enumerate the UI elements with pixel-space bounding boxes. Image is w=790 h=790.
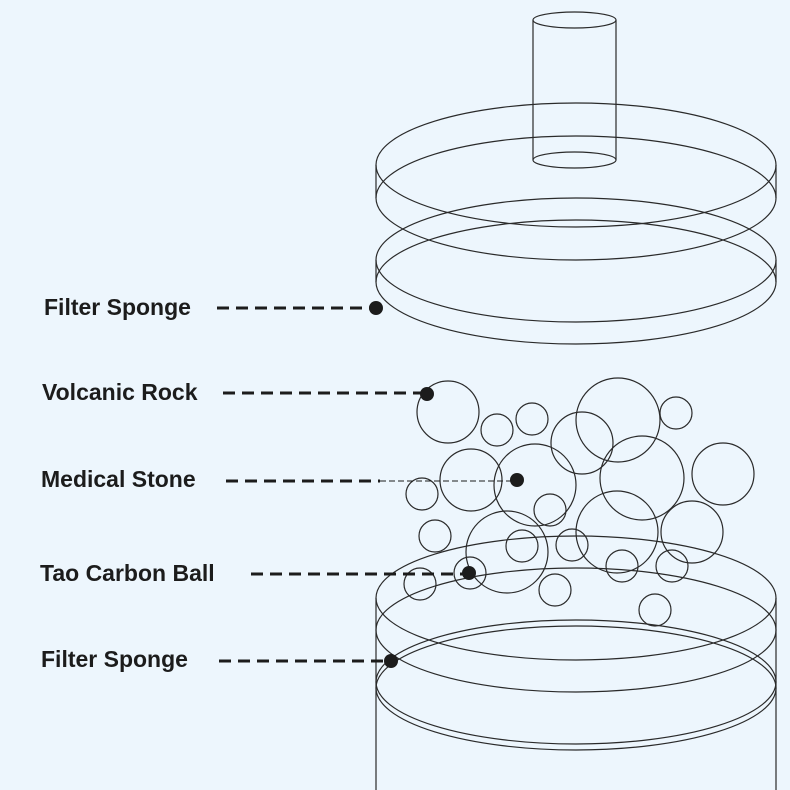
media-ball [659,396,693,430]
media-ball [655,549,689,583]
media-ball [480,413,514,447]
leader-lines [217,301,524,668]
media-ball [550,411,614,475]
media-ball [465,510,549,594]
leader-dot-tao-carbon-ball [462,566,476,580]
label-filter-sponge-top: Filter Sponge [44,294,191,320]
top-filter-sponge-disc [375,197,777,345]
media-ball [605,549,639,583]
media-ball [505,529,539,563]
bottom-filter-sponge-and-housing [375,535,777,790]
media-ball [691,442,755,506]
media-ball [599,435,685,521]
media-ball [538,573,572,607]
media-ball [405,477,439,511]
label-medical-stone: Medical Stone [41,466,196,492]
tao-carbon-ball [453,556,487,590]
volcanic-rock-ball [416,380,480,444]
media-ball [533,493,567,527]
filter-media-balls [403,377,755,627]
leader-dot-medical-stone [510,473,524,487]
media-ball [403,567,437,601]
medical-stone-ball [493,443,577,527]
media-ball [575,490,659,574]
media-ball [439,448,503,512]
media-ball [515,402,549,436]
media-ball [660,500,724,564]
leader-dot-filter-sponge-top [369,301,383,315]
label-volcanic-rock: Volcanic Rock [42,379,198,405]
media-ball [638,593,672,627]
leader-dot-filter-sponge-bottom [384,654,398,668]
top-cap [375,102,777,261]
media-ball [418,519,452,553]
label-tao-carbon-ball: Tao Carbon Ball [40,560,215,586]
inlet-pipe [532,11,617,169]
label-filter-sponge-bottom: Filter Sponge [41,646,188,672]
leader-dot-volcanic-rock [420,387,434,401]
media-ball [555,528,589,562]
media-ball [575,377,661,463]
